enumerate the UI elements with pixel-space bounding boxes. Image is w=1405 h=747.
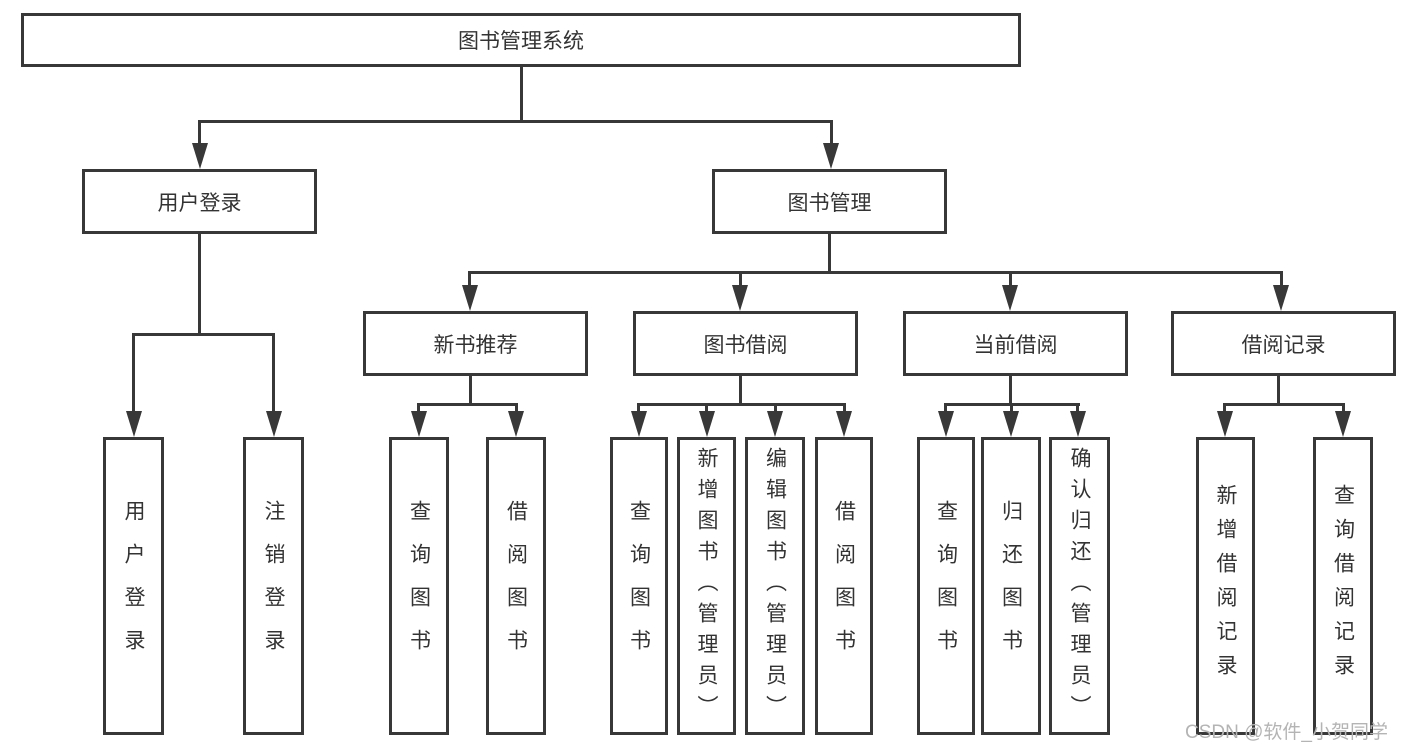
arrow-down-icon	[767, 411, 783, 437]
leaf-query-books-recommend: 查询图书	[389, 437, 449, 735]
connector-line	[944, 403, 947, 413]
connector-line	[1277, 374, 1280, 406]
connector-line	[468, 271, 1282, 274]
arrow-down-icon	[508, 411, 524, 437]
arrow-down-icon	[192, 143, 208, 169]
connector-line	[198, 120, 201, 145]
leaf-return-books-label: 归还图书	[999, 500, 1023, 672]
connector-line	[739, 271, 742, 287]
connector-line	[1223, 403, 1226, 413]
node-book-borrow: 图书借阅	[633, 311, 858, 376]
connector-line	[774, 403, 777, 413]
connector-line	[520, 65, 523, 122]
arrow-down-icon	[411, 411, 427, 437]
leaf-query-books-current-label: 查询图书	[934, 500, 958, 672]
arrow-down-icon	[126, 411, 142, 437]
arrow-down-icon	[836, 411, 852, 437]
connector-line	[417, 403, 420, 413]
node-borrow-records: 借阅记录	[1171, 311, 1396, 376]
leaf-return-books: 归还图书	[981, 437, 1041, 735]
node-current-borrow-label: 当前借阅	[973, 333, 1058, 357]
connector-line	[843, 403, 846, 413]
leaf-add-book-admin: 新增图书（管理员）	[677, 437, 736, 735]
connector-line	[468, 271, 471, 287]
leaf-confirm-return-admin: 确认归还（管理员）	[1049, 437, 1110, 735]
leaf-add-borrow-record: 新增借阅记录	[1196, 437, 1255, 735]
leaf-borrow-books-label: 借阅图书	[832, 500, 856, 672]
leaf-edit-book-admin-label: 编辑图书（管理员）	[763, 446, 787, 726]
connector-line	[1010, 403, 1013, 413]
node-new-book-recommend: 新书推荐	[363, 311, 588, 376]
connector-line	[1280, 271, 1283, 287]
leaf-query-borrow-record: 查询借阅记录	[1313, 437, 1373, 735]
leaf-logout-label: 注销登录	[262, 500, 285, 672]
leaf-logout: 注销登录	[243, 437, 304, 735]
connector-line	[1223, 403, 1345, 406]
connector-line	[198, 120, 833, 123]
node-root: 图书管理系统	[21, 13, 1021, 67]
connector-line	[132, 333, 135, 413]
node-current-borrow: 当前借阅	[903, 311, 1128, 376]
arrow-down-icon	[732, 285, 748, 311]
arrow-down-icon	[631, 411, 647, 437]
leaf-borrow-books: 借阅图书	[815, 437, 873, 735]
node-book-management: 图书管理	[712, 169, 947, 234]
arrow-down-icon	[1070, 411, 1086, 437]
leaf-query-books-borrow: 查询图书	[610, 437, 668, 735]
connector-line	[1009, 374, 1012, 406]
connector-line	[469, 374, 472, 406]
leaf-add-book-admin-label: 新增图书（管理员）	[695, 446, 718, 726]
arrow-down-icon	[1003, 411, 1019, 437]
arrow-down-icon	[1217, 411, 1233, 437]
connector-line	[198, 232, 201, 336]
leaf-query-books-current: 查询图书	[917, 437, 975, 735]
leaf-query-books-borrow-label: 查询图书	[627, 500, 651, 672]
connector-line	[132, 333, 275, 336]
arrow-down-icon	[462, 285, 478, 311]
leaf-borrow-books-recommend-label: 借阅图书	[504, 500, 528, 672]
arrow-down-icon	[1273, 285, 1289, 311]
leaf-query-books-recommend-label: 查询图书	[407, 500, 431, 672]
node-borrow-records-label: 借阅记录	[1241, 333, 1326, 357]
connector-line	[515, 403, 518, 413]
node-book-management-label: 图书管理	[787, 191, 872, 215]
connector-line	[1342, 403, 1345, 413]
connector-line	[1076, 403, 1079, 413]
connector-line	[828, 232, 831, 274]
arrow-down-icon	[699, 411, 715, 437]
leaf-borrow-books-recommend: 借阅图书	[486, 437, 546, 735]
leaf-confirm-return-admin-label: 确认归还（管理员）	[1068, 446, 1091, 726]
node-new-book-recommend-label: 新书推荐	[433, 333, 518, 357]
connector-line	[637, 403, 640, 413]
arrow-down-icon	[1002, 285, 1018, 311]
leaf-query-borrow-record-label: 查询借阅记录	[1331, 484, 1355, 688]
leaf-user-login-label: 用户登录	[122, 500, 145, 672]
connector-line	[417, 403, 518, 406]
arrow-down-icon	[1335, 411, 1351, 437]
node-user-login: 用户登录	[82, 169, 317, 234]
connector-line	[739, 374, 742, 406]
arrow-down-icon	[938, 411, 954, 437]
watermark: CSDN @软件_小贺同学	[1185, 722, 1388, 743]
leaf-user-login: 用户登录	[103, 437, 164, 735]
node-book-borrow-label: 图书借阅	[703, 333, 788, 357]
node-user-login-label: 用户登录	[157, 191, 242, 215]
connector-line	[705, 403, 708, 413]
connector-line	[272, 333, 275, 413]
leaf-add-borrow-record-label: 新增借阅记录	[1214, 484, 1237, 688]
arrow-down-icon	[266, 411, 282, 437]
arrow-down-icon	[823, 143, 839, 169]
leaf-edit-book-admin: 编辑图书（管理员）	[745, 437, 805, 735]
connector-line	[637, 403, 846, 406]
connector-line	[1009, 271, 1012, 287]
node-root-label: 图书管理系统	[458, 30, 584, 53]
connector-line	[830, 120, 833, 145]
